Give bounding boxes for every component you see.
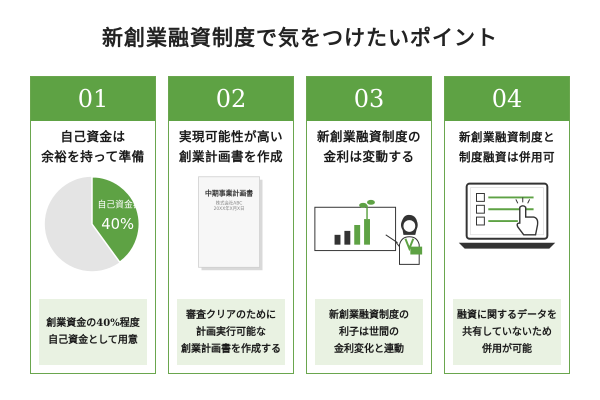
summary-line: 融資に関するデータを xyxy=(457,309,557,321)
card-title-line: 余裕を持って準備 xyxy=(41,149,145,164)
summary-line: 共有していないため xyxy=(462,326,552,338)
page-title: 新創業融資制度で気をつけたいポイント xyxy=(102,26,498,50)
card-title-line: 実現可能性が高い xyxy=(178,129,283,144)
point-card-3: 03 新創業融資制度の 金利は変動する 新創業融資制度の 利子は世間の 金利変化… xyxy=(306,76,432,374)
summary-line: 自己資金として用意 xyxy=(48,335,138,346)
document-title: 中期事業計画書 xyxy=(205,188,253,197)
pie-slice-value: 40% xyxy=(101,216,134,233)
card-title-line: 金利は変動する xyxy=(323,149,415,164)
pie-slice-label: 自己資金額 xyxy=(97,198,141,210)
card-title-line: 創業計画書を作成 xyxy=(178,149,283,164)
summary-line: 金利変化と連動 xyxy=(334,343,404,355)
card-title-line: 新創業融資制度の xyxy=(316,129,421,144)
card-title: 実現可能性が高い 創業計画書を作成 xyxy=(169,127,293,167)
card-number: 01 xyxy=(31,77,155,121)
point-card-4: 04 新創業融資制度と 制度融資は併用可 融資に関するデータを 共有していないた… xyxy=(444,76,570,374)
summary-line: 新創業融資制度の xyxy=(329,309,409,321)
card-title-line: 新創業融資制度と xyxy=(459,130,555,144)
card-number: 02 xyxy=(169,77,293,121)
document-page xyxy=(198,176,260,268)
card-title: 新創業融資制度の 金利は変動する xyxy=(307,127,431,167)
summary-line: 計画実行可能な xyxy=(196,326,266,338)
laptop-base xyxy=(458,242,556,249)
card-title: 自己資金は 余裕を持って準備 xyxy=(31,127,155,167)
document-subline: 20XX年X月X日 xyxy=(214,205,245,212)
pie-chart: 自己資金額 40% xyxy=(44,176,142,272)
card-title-line: 制度融資は併用可 xyxy=(459,150,555,164)
summary-line: 利子は世間の xyxy=(339,326,399,338)
document-subline: 株式会社ABC xyxy=(216,199,243,206)
card-summary-box: 創業資金の40%程度 自己資金として用意 xyxy=(39,299,147,365)
business-plan-document: 中期事業計画書 株式会社ABC 20XX年X月X日 xyxy=(198,176,263,271)
point-card-2: 02 実現可能性が高い 創業計画書を作成 中期事業計画書 株式会社ABC 20X… xyxy=(168,76,294,374)
summary-line: 創業資金の40%程度 xyxy=(46,318,140,329)
card-summary-box: 審査クリアのために 計画実行可能な 創業計画書を作成する xyxy=(177,299,285,365)
card-title-line: 自己資金は xyxy=(60,129,126,144)
presenter-chart-icon xyxy=(314,199,423,265)
pie-self-funds-slice xyxy=(91,176,140,264)
pointer-hand xyxy=(516,205,539,236)
laptop-click-icon xyxy=(458,182,556,249)
card-title: 新創業融資制度と 制度融資は併用可 xyxy=(445,127,569,167)
point-card-1: 01 自己資金は 余裕を持って準備 自己資金額 40% 創業資金の40%程度 自… xyxy=(30,76,156,374)
summary-line: 審査クリアのために xyxy=(186,309,276,321)
card-summary-box: 新創業融資制度の 利子は世間の 金利変化と連動 xyxy=(315,299,423,365)
card-number: 03 xyxy=(307,77,431,121)
summary-line: 創業計画書を作成する xyxy=(181,343,281,355)
card-summary-box: 融資に関するデータを 共有していないため 併用が可能 xyxy=(453,299,561,365)
summary-line: 併用が可能 xyxy=(482,343,532,355)
card-number: 04 xyxy=(445,77,569,121)
